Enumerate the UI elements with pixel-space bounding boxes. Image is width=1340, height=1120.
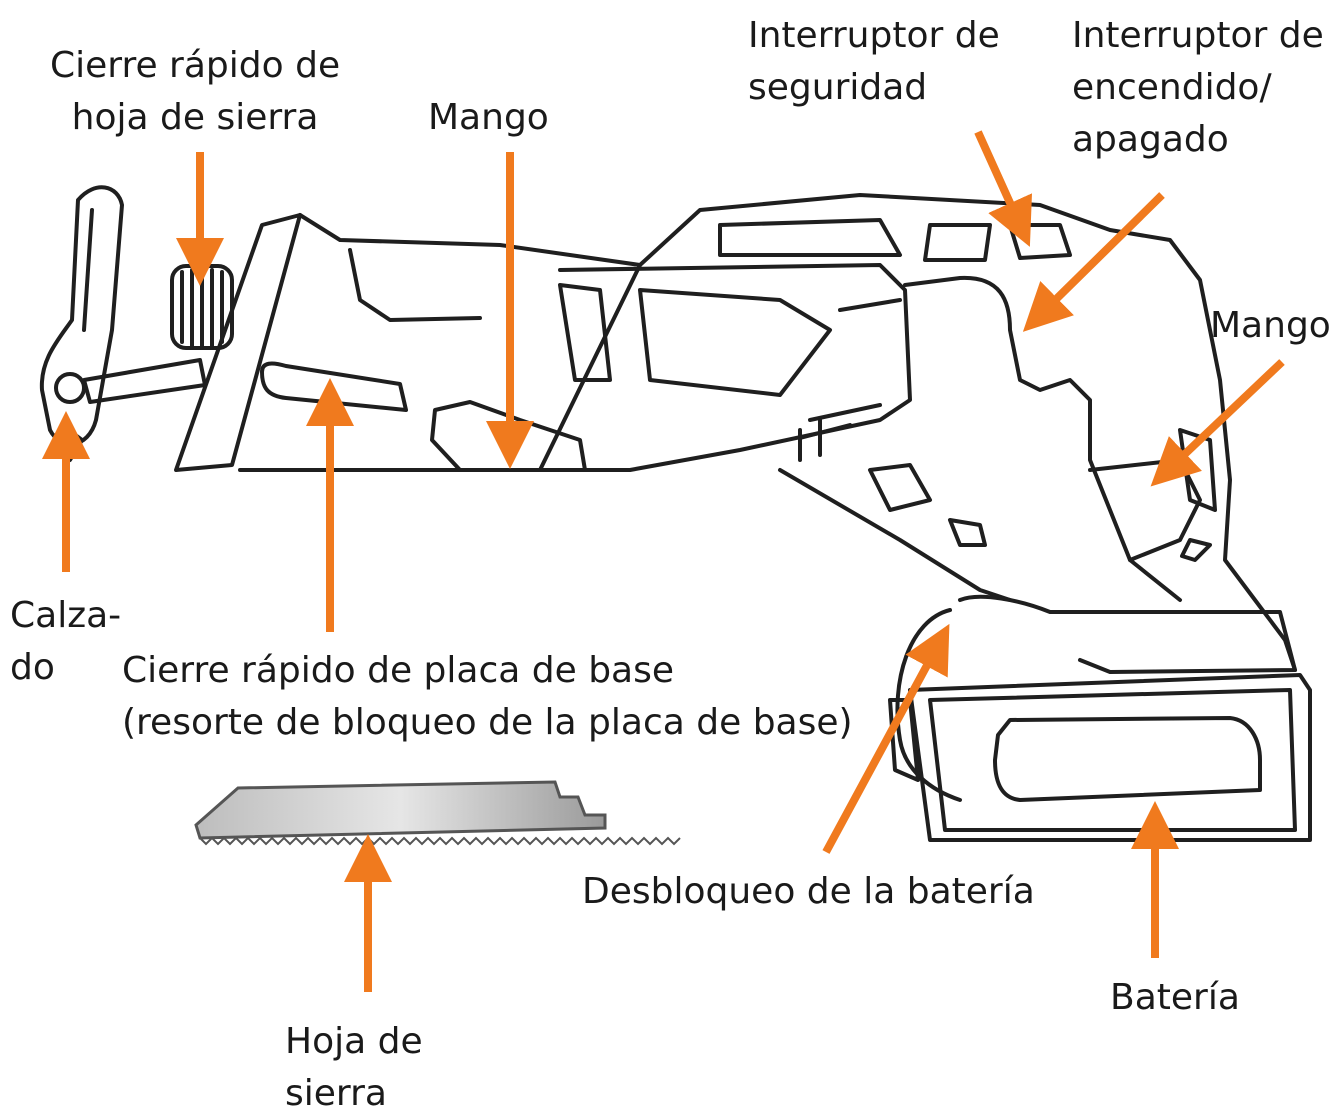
arrow-handle-rear <box>1150 359 1285 487</box>
base-plate <box>174 213 642 472</box>
arrow-safety-switch <box>974 130 1032 247</box>
label-shoe: Calza- do <box>10 595 122 688</box>
label-handle-rear: Mango <box>1210 305 1331 346</box>
label-saw-blade: Hoja de sierra <box>285 1021 423 1114</box>
arrow-power-switch <box>1022 192 1165 332</box>
shoe-part <box>39 185 124 462</box>
saw-blade <box>194 780 681 846</box>
label-battery: Batería <box>1110 977 1240 1018</box>
label-base-plate-clamp: Cierre rápido de placa de base (resorte … <box>122 650 853 743</box>
label-handle-front: Mango <box>428 97 549 138</box>
label-blade-clamp: Cierre rápido de hoja de sierra <box>50 45 341 138</box>
label-safety-switch: Interruptor de seguridad <box>748 15 1000 108</box>
label-battery-release: Desbloqueo de la batería <box>582 871 1035 912</box>
arrow-battery-release <box>822 623 950 854</box>
label-power-switch: Interruptor de encendido/ apagado <box>1072 15 1324 160</box>
battery-pack <box>888 594 1312 842</box>
motor-housing <box>558 193 1297 672</box>
